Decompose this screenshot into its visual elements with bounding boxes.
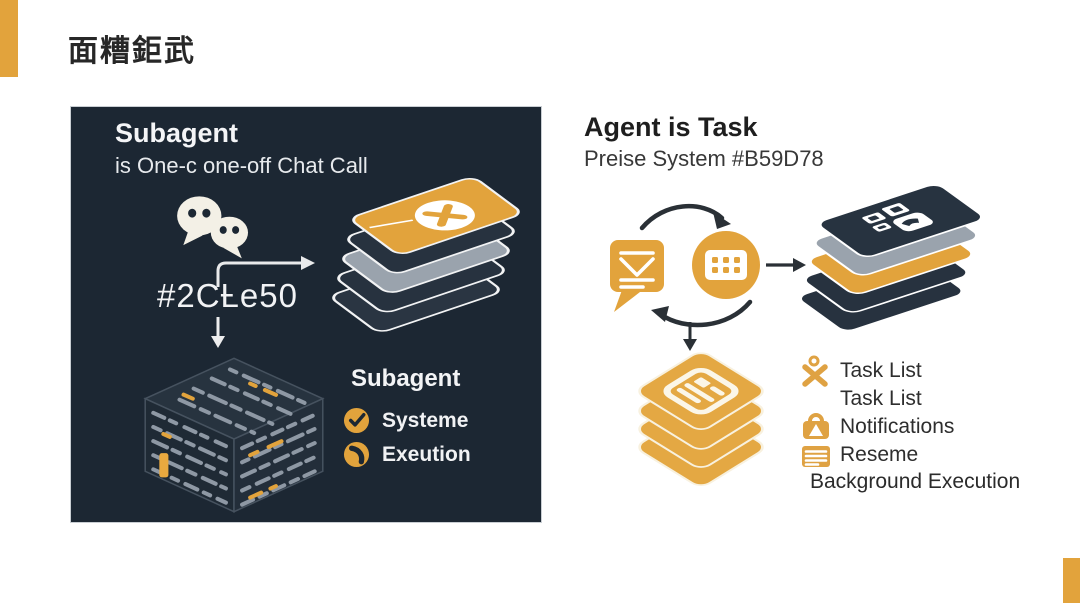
qr-card-stack-icon (799, 184, 983, 332)
code-cube-icon (143, 357, 325, 513)
right-feature-list: Task List Task List Notifications (800, 355, 954, 469)
document-card-stack-icon (638, 352, 764, 486)
feature-label: Task List (840, 387, 922, 410)
list-item: Exeution (343, 441, 471, 468)
list-item: Reseme (800, 441, 954, 469)
right-subheading: Preise System #B59D78 (584, 146, 824, 171)
list-item: Notifications (800, 413, 954, 441)
stack-label: Subagent (351, 365, 461, 392)
subagent-panel: Subagent is One-c one-off Chat Call #2CȽ… (70, 106, 542, 523)
left-feature-list: Systeme Exeution (343, 407, 471, 468)
left-panel-subheading: is One-c one-off Chat Call (115, 153, 368, 178)
wechat-bubbles-icon (177, 196, 249, 259)
cancel-card-stack-icon (332, 177, 520, 332)
feature-label: Reseme (840, 443, 919, 466)
feature-label: Exeution (382, 442, 471, 466)
phone-icon (343, 441, 370, 468)
task-x-icon (802, 355, 828, 387)
feature-label: Task List (840, 359, 922, 382)
notification-badge-icon (803, 413, 829, 439)
left-panel-heading: Subagent (115, 118, 239, 148)
feature-label: Systeme (382, 408, 469, 432)
right-heading: Agent is Task (584, 112, 758, 142)
accent-bar-bottom-right (1063, 558, 1080, 603)
document-lines-icon (802, 446, 830, 467)
list-item: Systeme (343, 407, 471, 434)
down-arrow-icon (211, 317, 225, 348)
list-item: Task List (800, 385, 954, 413)
feature-label: Notifications (840, 415, 955, 438)
check-icon (343, 407, 370, 434)
page-title: 面糟鉅武 (68, 35, 196, 68)
flow-arrow-icon (216, 256, 315, 287)
chat-id-label: #2CȽe50 (157, 277, 298, 314)
list-item: Task List (800, 355, 954, 387)
right-footer-label: Background Execution (810, 470, 1021, 493)
accent-bar-top-left (0, 0, 18, 77)
calendar-grid-icon (692, 231, 760, 299)
down-arrow-icon (683, 322, 697, 351)
cycle-arrows-icon (610, 204, 806, 328)
message-bubble-icon (610, 240, 664, 312)
